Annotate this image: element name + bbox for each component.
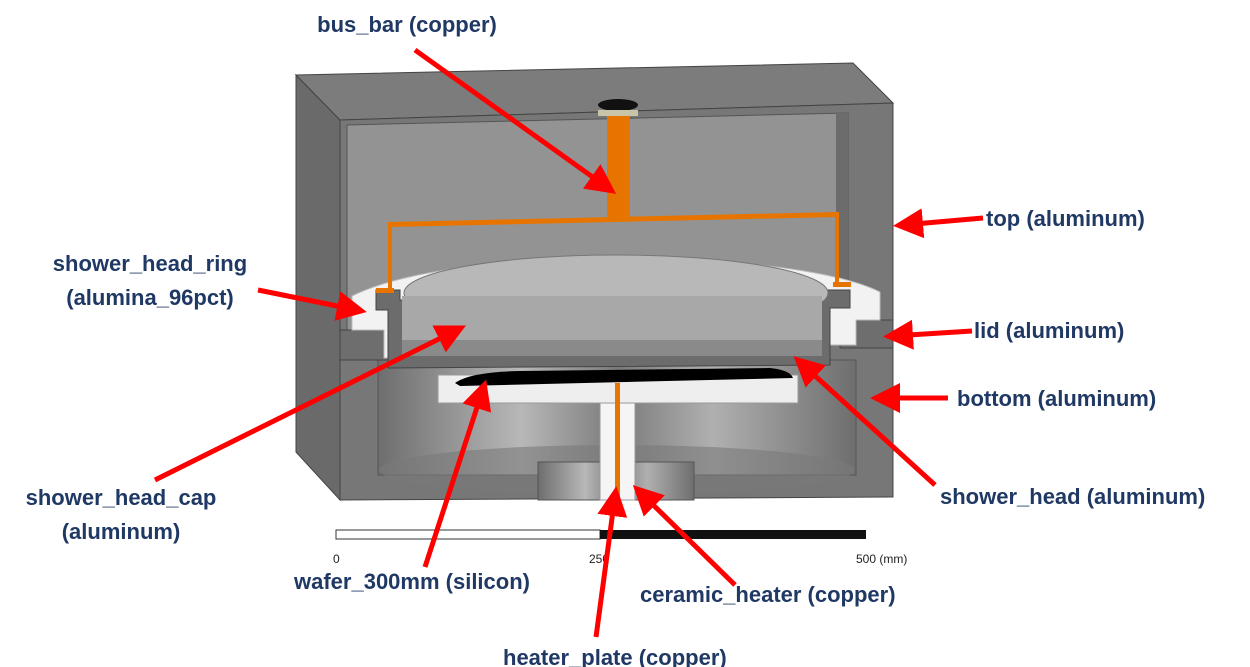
- arrow-wafer: [422, 379, 492, 568]
- shower-head-cap-bottom: [402, 340, 822, 356]
- label-ceramic-heater: ceramic_heater (copper): [640, 582, 896, 607]
- lid-left: [339, 329, 393, 361]
- chamber-side-face: [295, 73, 341, 502]
- label-shower-head-ring-line1: shower_head_ring: [53, 251, 247, 276]
- label-bottom: bottom (aluminum): [957, 386, 1156, 411]
- label-shower-head-cap-line2: (aluminum): [62, 519, 181, 544]
- arrow-heater-plate: [593, 486, 628, 638]
- label-lid: lid (aluminum): [974, 318, 1124, 343]
- label-shower-head-ring-line2: (alumina_96pct): [66, 285, 234, 310]
- scale-tick-0: 0: [333, 552, 340, 566]
- bus-bar: [376, 110, 851, 293]
- arrow-shower-head-ring: [257, 287, 367, 321]
- scale-bar: 0 250 500 (mm): [333, 529, 907, 566]
- arrow-ceramic-heater: [632, 485, 737, 587]
- arrow-bus-bar: [413, 47, 617, 194]
- arrow-shower-head: [793, 356, 937, 487]
- arrow-lid: [883, 319, 973, 350]
- scale-bar-black: [600, 530, 866, 539]
- bus-bar-insulator: [598, 110, 638, 116]
- label-wafer: wafer_300mm (silicon): [293, 569, 530, 594]
- label-bus-bar: bus_bar (copper): [317, 12, 497, 37]
- arrow-top: [893, 208, 984, 239]
- scale-bar-white: [335, 529, 601, 540]
- chamber-model: [294, 62, 895, 502]
- label-top: top (aluminum): [986, 206, 1145, 231]
- ceramic-heater-rod: [615, 383, 620, 500]
- arrow-shower-head-cap: [153, 325, 466, 483]
- label-heater-plate: heater_plate (copper): [503, 645, 727, 667]
- scale-tick-500: 500 (mm): [856, 552, 907, 566]
- bus-bar-connector: [598, 99, 638, 111]
- label-shower-head: shower_head (aluminum): [940, 484, 1205, 509]
- wafer: [455, 368, 793, 386]
- label-shower-head-cap-line1: shower_head_cap: [26, 485, 217, 510]
